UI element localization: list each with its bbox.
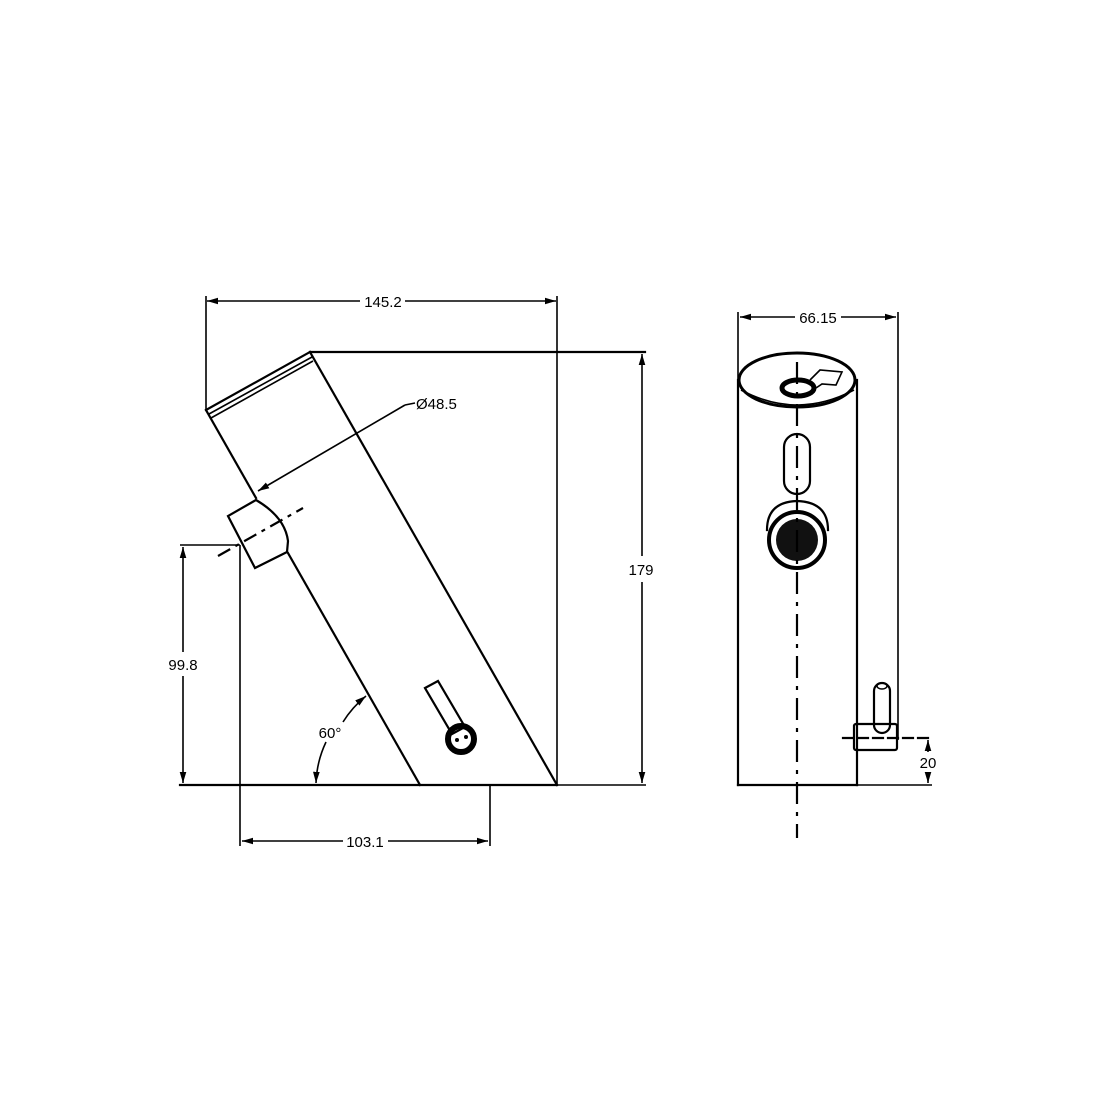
- front-view: 66.15 20: [736, 310, 937, 838]
- dim-label-spout-reach: 103.1: [346, 834, 384, 851]
- spout-nozzle: [217, 498, 304, 570]
- dim-label-overall-width: 145.2: [364, 294, 402, 311]
- dimension-outlet-height: 99.8: [168, 544, 240, 783]
- side-view: 145.2 Ø48.5 179 99.8 103.1: [168, 294, 653, 851]
- dim-label-spout-diameter: Ø48.5: [416, 396, 457, 413]
- dimension-spout-diameter: Ø48.5: [257, 396, 457, 492]
- dim-label-body-width: 66.15: [799, 310, 837, 327]
- dim-label-overall-height: 179: [628, 562, 653, 579]
- faucet-body-side: [178, 350, 647, 787]
- dimension-angle: 60°: [313, 695, 367, 784]
- sensor-slot: [423, 679, 477, 755]
- dimension-overall-height: 179: [557, 354, 654, 786]
- dim-label-handle-height: 20: [920, 755, 937, 772]
- dim-label-outlet-height: 99.8: [168, 657, 197, 674]
- handle-lever: [841, 681, 934, 752]
- dimension-handle-height: 20: [857, 740, 937, 786]
- dimension-spout-reach: 103.1: [239, 545, 491, 851]
- dimension-overall-width: 145.2: [205, 294, 558, 785]
- dim-label-angle: 60°: [319, 725, 342, 742]
- dimension-body-width: 66.15: [737, 310, 899, 740]
